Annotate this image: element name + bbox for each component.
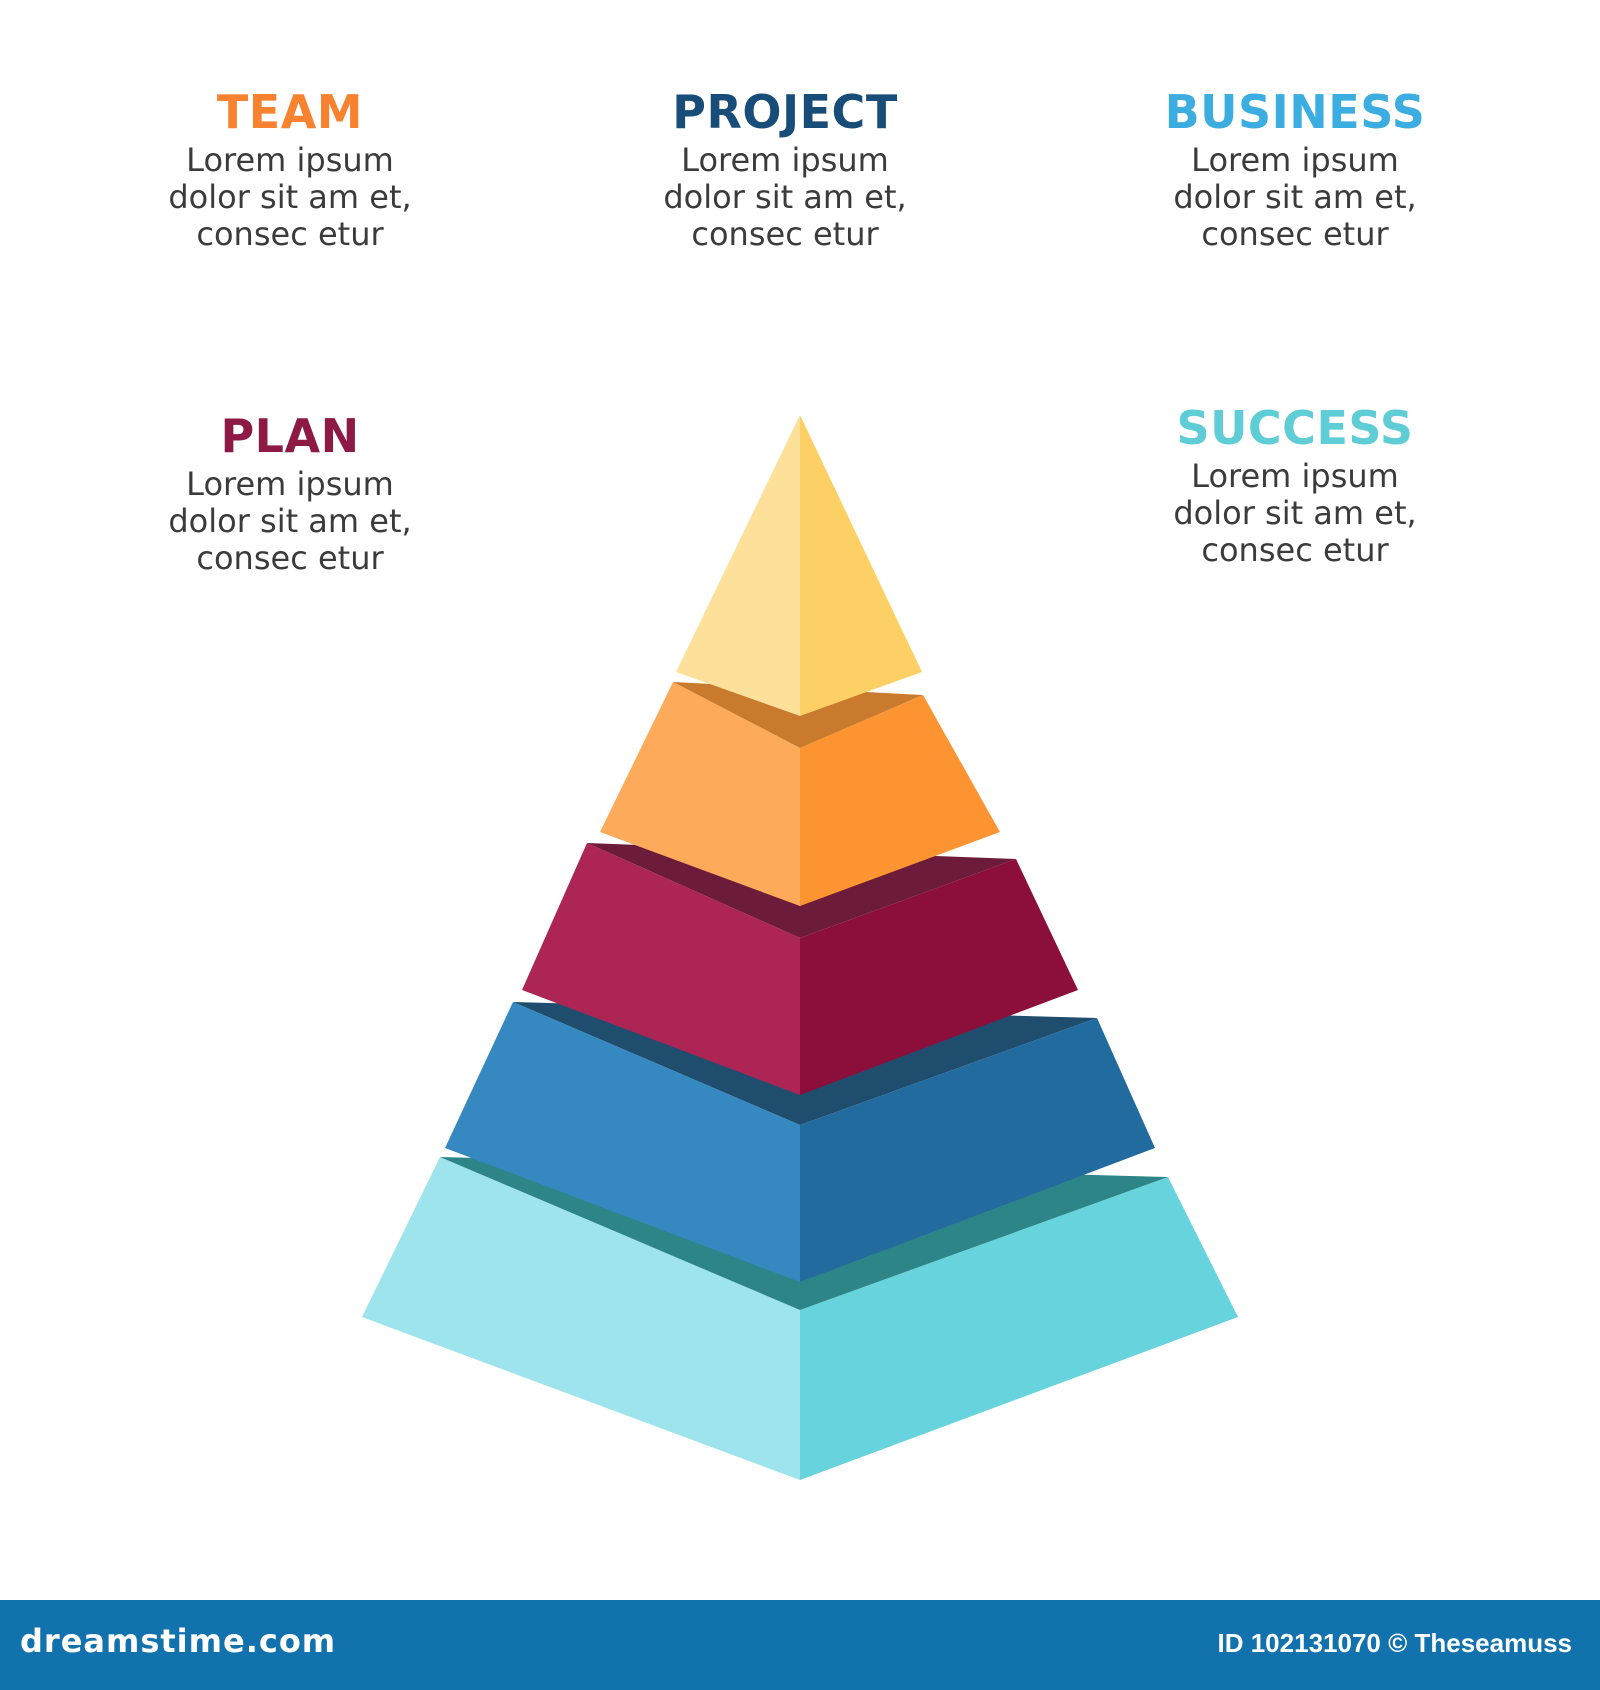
tier-maroon-left-face [522,843,800,1095]
label-success: SUCCESS Lorem ipsum dolor sit am et, con… [1085,398,1505,569]
label-plan-desc-line-1: Lorem ipsum [186,465,394,503]
tier-teal-left-face [362,1157,800,1480]
label-success-desc: Lorem ipsum dolor sit am et, consec etur [1085,458,1505,569]
label-plan-desc-line-3: consec etur [196,539,384,577]
label-business-title: BUSINESS [1164,85,1426,139]
label-team-desc-line-3: consec etur [196,215,384,253]
label-team: TEAM Lorem ipsum dolor sit am et, consec… [80,82,500,253]
label-project-desc-line-3: consec etur [691,215,879,253]
tier-maroon-right-face [800,859,1078,1095]
footer-logo[interactable]: dreamstime.com [20,1622,337,1660]
label-business-desc-line-3: consec etur [1201,215,1389,253]
pyramid-tier-apex [676,415,922,716]
label-success-desc-line-3: consec etur [1201,531,1389,569]
label-success-desc-line-1: Lorem ipsum [1191,457,1399,495]
label-business: BUSINESS Lorem ipsum dolor sit am et, co… [1085,82,1505,253]
label-plan-desc-line-2: dolor sit am et, [168,502,412,540]
label-business-desc-line-1: Lorem ipsum [1191,141,1399,179]
label-project-desc-line-2: dolor sit am et, [663,178,907,216]
label-business-desc: Lorem ipsum dolor sit am et, consec etur [1085,142,1505,253]
tier-orange-right-face [800,695,1000,906]
tier-apex-right-face [800,415,922,716]
tier-teal-right-face [800,1177,1238,1480]
label-team-desc-line-2: dolor sit am et, [168,178,412,216]
footer-bar: dreamstime.com ID 102131070 © Theseamuss [0,1600,1600,1690]
label-team-desc: Lorem ipsum dolor sit am et, consec etur [80,142,500,253]
label-business-desc-line-2: dolor sit am et, [1173,178,1417,216]
label-team-desc-line-1: Lorem ipsum [186,141,394,179]
tier-blue-right-face [800,1018,1155,1282]
pyramid-diagram [362,415,1238,1480]
label-project-desc: Lorem ipsum dolor sit am et, consec etur [575,142,995,253]
label-project-desc-line-1: Lorem ipsum [681,141,889,179]
label-success-desc-line-2: dolor sit am et, [1173,494,1417,532]
label-plan-desc: Lorem ipsum dolor sit am et, consec etur [80,466,500,577]
tier-orange-left-face [600,682,800,906]
tier-blue-left-face [445,1002,800,1282]
label-plan: PLAN Lorem ipsum dolor sit am et, consec… [80,406,500,577]
footer-image-id: ID 102131070 © Theseamuss [1217,1628,1573,1658]
tier-apex-left-face [676,415,800,716]
label-success-title: SUCCESS [1176,401,1414,455]
pyramid-tier-orange [600,682,1000,906]
label-team-title: TEAM [216,85,364,139]
label-project: PROJECT Lorem ipsum dolor sit am et, con… [575,82,995,253]
label-project-title: PROJECT [672,85,898,139]
label-plan-title: PLAN [220,409,360,463]
